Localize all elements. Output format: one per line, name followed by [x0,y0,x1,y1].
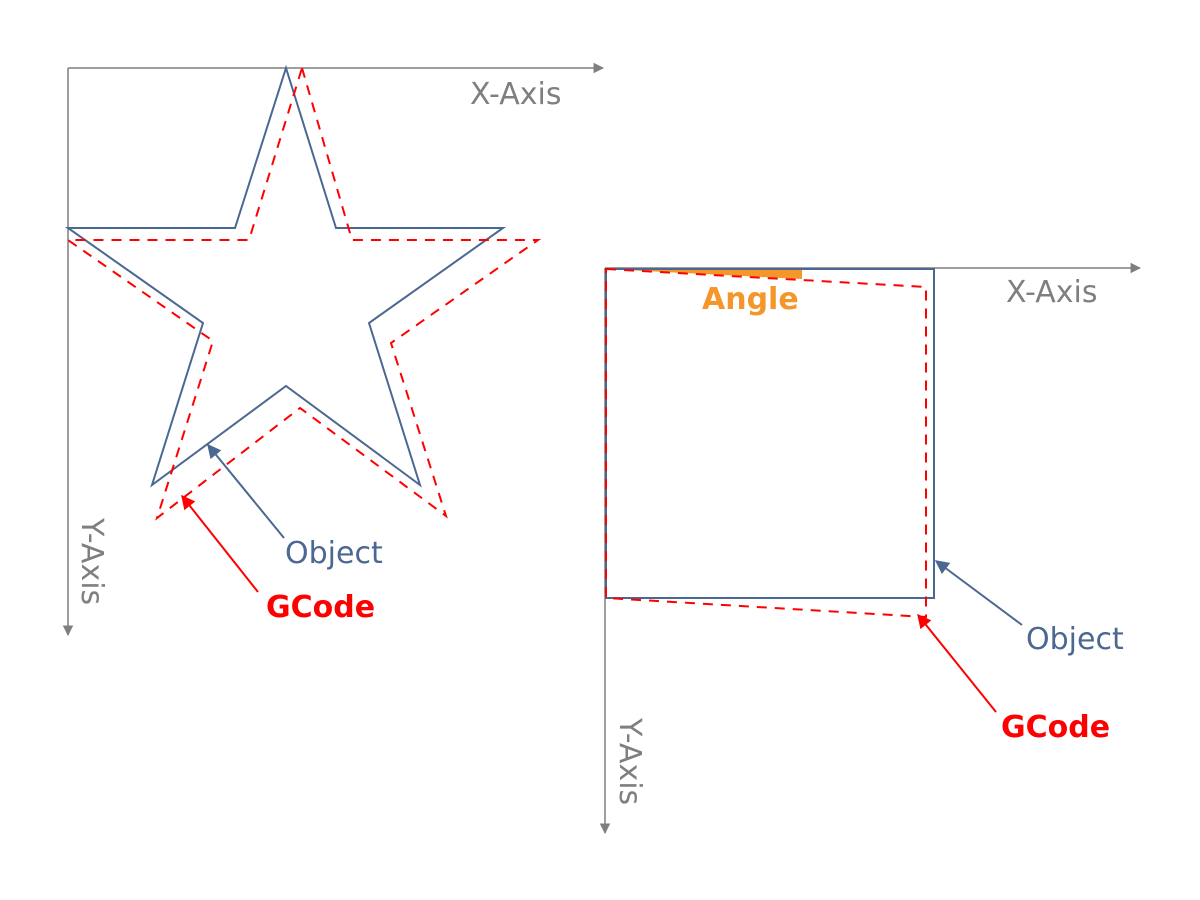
star-gcode-label: GCode [266,590,375,625]
right-y-axis-label: Y-Axis [612,717,647,805]
left-panel: X-Axis Y-Axis Object GCode [62,62,605,637]
square-gcode-label: GCode [1001,710,1110,745]
left-y-axis-label: Y-Axis [74,517,109,605]
square-object-label: Object [1026,622,1124,657]
star-object-callout-arrow [207,443,285,539]
square-object-callout-arrow [934,560,1023,626]
angle-label: Angle [702,282,799,317]
square-gcode-callout-arrow [917,613,997,713]
right-panel: X-Axis Y-Axis Angle Object GCode [599,262,1142,835]
right-x-axis-label: X-Axis [1006,275,1097,310]
star-object-outline [64,64,507,488]
left-x-axis-label: X-Axis [470,77,561,112]
square-object-outline [605,268,935,599]
star-object-label: Object [285,536,383,571]
star-gcode-outline [64,64,542,521]
square-gcode-outline [605,267,927,619]
star-gcode-callout-arrow [181,494,259,593]
